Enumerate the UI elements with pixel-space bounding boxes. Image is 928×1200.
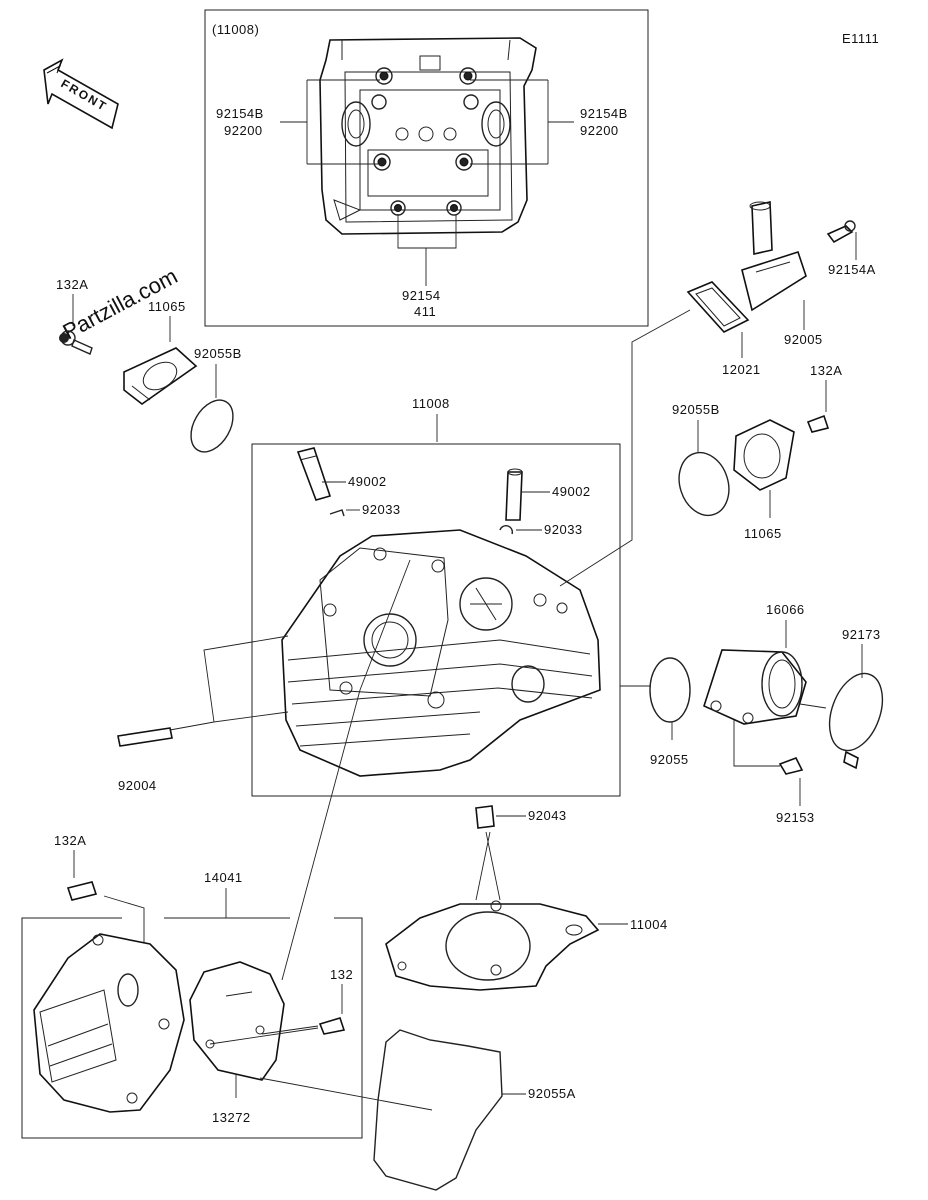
part-13272[interactable]: 13272 — [189, 961, 285, 1125]
inset-label-bottom-bottom: 411 — [414, 304, 436, 319]
label-92055A: 92055A — [528, 1086, 576, 1101]
label-92173: 92173 — [842, 627, 881, 642]
part-132A-left[interactable]: 132A — [56, 277, 93, 355]
label-14041: 14041 — [204, 870, 243, 885]
head-cover-icon — [33, 933, 185, 1113]
thermostat-housing-icon — [741, 201, 807, 312]
bolt-icon — [826, 225, 854, 244]
inset-label-right-top: 92154B — [580, 106, 628, 121]
label-92033-a: 92033 — [362, 502, 401, 517]
label-92153: 92153 — [776, 810, 815, 825]
label-92033-b: 92033 — [544, 522, 583, 537]
inset-title: (11008) — [212, 22, 259, 37]
cover-plate-icon — [123, 347, 198, 405]
label-92154A: 92154A — [828, 262, 876, 277]
part-92154A[interactable]: 92154A — [826, 220, 876, 277]
inset-label-bottom-top: 92154 — [402, 288, 441, 303]
label-11004: 11004 — [630, 917, 668, 932]
head-cover-box — [21, 917, 363, 1139]
inset-label-left-bottom: 92200 — [224, 123, 263, 138]
inset-label-right-bottom: 92200 — [580, 123, 619, 138]
stud-icon — [117, 727, 173, 747]
inset-box: (11008) — [204, 9, 649, 327]
cover-plate-icon — [733, 419, 795, 491]
label-11065-left: 11065 — [148, 299, 186, 314]
o-ring-icon — [678, 451, 730, 517]
cylinder-head-icon — [281, 529, 601, 777]
label-132A-left: 132A — [56, 277, 88, 292]
clip-icon — [329, 509, 345, 517]
label-49002-a: 49002 — [348, 474, 387, 489]
part-11004[interactable]: 11004 — [385, 900, 668, 991]
label-92055B-left: 92055B — [194, 346, 242, 361]
head-gasket-icon — [385, 900, 600, 991]
part-14041[interactable]: 14041 — [204, 870, 243, 918]
part-11065-left[interactable]: 11065 — [123, 299, 198, 405]
bolt-icon — [60, 330, 93, 355]
intake-joint-icon — [703, 649, 807, 725]
bolt-icon — [778, 756, 804, 775]
part-12021[interactable]: 12021 — [559, 281, 761, 587]
part-49002-b[interactable]: 49002 — [505, 468, 591, 521]
label-132A-right: 132A — [810, 363, 842, 378]
dowel-pin-icon — [475, 805, 495, 829]
diagram-code: E1111 — [842, 31, 879, 46]
label-132: 132 — [330, 967, 353, 982]
label-13272: 13272 — [212, 1110, 251, 1125]
gasket-plate-icon — [686, 281, 750, 333]
bolt-icon — [66, 881, 98, 901]
part-49002-a[interactable]: 49002 — [296, 447, 387, 501]
bolt-icon — [806, 414, 830, 433]
part-132A-bottom[interactable]: 132A — [54, 833, 145, 944]
clip-icon — [499, 524, 514, 535]
part-16066[interactable]: 16066 — [703, 602, 807, 725]
clamp-icon — [828, 672, 884, 770]
part-92173[interactable]: 92173 — [799, 627, 892, 770]
part-92153[interactable]: 92153 — [733, 720, 815, 825]
label-12021: 12021 — [722, 362, 761, 377]
label-49002-b: 49002 — [552, 484, 591, 499]
part-92043[interactable]: 92043 — [475, 805, 567, 901]
part-132A-right[interactable]: 132A — [806, 363, 842, 433]
label-11065-right: 11065 — [744, 526, 782, 541]
part-92005[interactable]: 92005 — [741, 201, 823, 347]
part-92055B-left[interactable]: 92055B — [182, 346, 241, 459]
cover-plate-icon — [189, 961, 285, 1081]
part-92055A[interactable]: 92055A — [259, 1029, 576, 1191]
head-top-view-icon — [319, 37, 537, 235]
part-92033-a[interactable]: 92033 — [329, 502, 401, 517]
label-11008[interactable]: 11008 — [412, 396, 450, 411]
part-132[interactable]: 132 — [209, 967, 353, 1045]
front-arrow-icon: FRONT — [43, 58, 119, 130]
o-ring-icon — [649, 657, 691, 723]
part-92055[interactable]: 92055 — [620, 657, 691, 767]
o-ring-icon — [190, 399, 234, 453]
bolt-icon — [318, 1017, 346, 1035]
inset-label-left-top: 92154B — [216, 106, 264, 121]
label-16066: 16066 — [766, 602, 805, 617]
valve-guide-icon — [296, 447, 332, 501]
part-92055B-right[interactable]: 92055B — [671, 402, 736, 522]
part-92004[interactable]: 92004 — [117, 635, 289, 793]
valve-guide-icon — [505, 468, 523, 521]
cover-gasket-icon — [373, 1029, 503, 1191]
label-132A-bottom: 132A — [54, 833, 86, 848]
label-92055B-right: 92055B — [672, 402, 720, 417]
label-92055: 92055 — [650, 752, 689, 767]
label-92043: 92043 — [528, 808, 567, 823]
part-92033-b[interactable]: 92033 — [499, 522, 583, 537]
label-92005: 92005 — [784, 332, 823, 347]
label-92004: 92004 — [118, 778, 157, 793]
part-11065-right[interactable]: 11065 — [733, 419, 795, 541]
